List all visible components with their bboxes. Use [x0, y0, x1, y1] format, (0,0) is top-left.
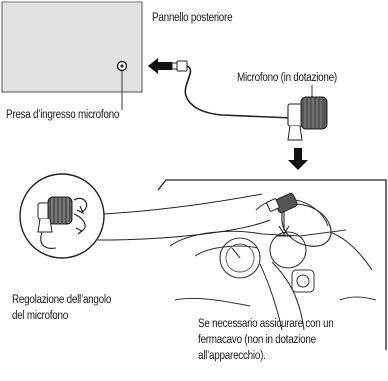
microphone — [287, 85, 328, 141]
rear-panel — [1, 1, 143, 93]
mic-plug — [171, 60, 188, 72]
cable-clamp-label-line3: all’apparecchio). — [198, 350, 266, 362]
mic-input-jack — [116, 60, 128, 110]
cable-clamp-label-line1: Se necessario assicurare con un — [198, 318, 334, 330]
dashboard-illustration — [157, 179, 387, 350]
down-arrow-icon — [288, 148, 308, 170]
cable-clamp-label-line2: fermacavo (non in dotazione — [198, 334, 316, 346]
insert-arrow-icon — [148, 58, 172, 74]
rotate-arrow-icon — [73, 197, 88, 213]
rear-panel-label: Pannello posteriore — [152, 12, 233, 24]
angle-adjust-label-line1: Regolazione dell’angolo — [12, 294, 112, 306]
angle-adjust-label-line2: del microfono — [12, 310, 69, 322]
angle-zoom-circle — [19, 173, 271, 259]
mic-cable — [184, 65, 293, 119]
mounted-microphone — [266, 192, 298, 237]
mic-input-jack-label: Presa d’ingresso microfono — [6, 109, 120, 121]
microphone-supplied-label: Microfono (in dotazione) — [237, 72, 337, 84]
